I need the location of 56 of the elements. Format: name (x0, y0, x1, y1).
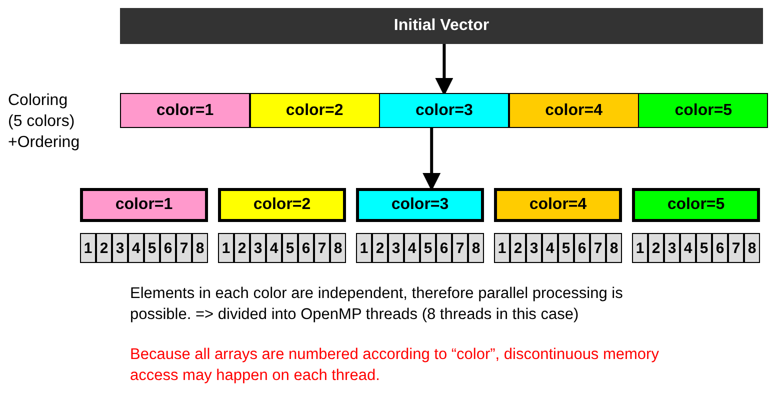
thread-number: 6 (712, 233, 728, 263)
thread-number: 1 (494, 233, 510, 263)
arrow (435, 44, 454, 96)
thread-number: 8 (192, 233, 208, 263)
arrow (422, 128, 441, 191)
thread-number: 7 (728, 233, 744, 263)
thread-number: 3 (664, 233, 680, 263)
thread-number: 6 (298, 233, 314, 263)
thread-number: 8 (330, 233, 346, 263)
thread-number: 1 (632, 233, 648, 263)
color-block: color=2 (218, 188, 346, 222)
note-paragraph: Elements in each color are independent, therefore parallel processing is possible. => divided into OpenMP threads (8 threads in this case) (130, 284, 624, 325)
color-block: color=1 (80, 188, 208, 222)
side-note: Coloring (5 colors) +Ordering (8, 91, 81, 153)
thread-number: 5 (282, 233, 298, 263)
thread-number: 3 (112, 233, 128, 263)
thread-number: 4 (128, 233, 144, 263)
thread-number: 5 (144, 233, 160, 263)
thread-number: 7 (452, 233, 468, 263)
thread-number: 7 (590, 233, 606, 263)
thread-number: 2 (96, 233, 112, 263)
thread-number: 3 (526, 233, 542, 263)
thread-number: 1 (218, 233, 234, 263)
thread-number: 5 (558, 233, 574, 263)
thread-number: 4 (266, 233, 282, 263)
thread-number: 8 (744, 233, 760, 263)
title-bar: Initial Vector (120, 8, 763, 44)
thread-number: 6 (574, 233, 590, 263)
thread-number: 6 (436, 233, 452, 263)
color-cell: color=1 (120, 93, 250, 128)
thread-number: 4 (542, 233, 558, 263)
thread-number: 1 (356, 233, 372, 263)
color-block: color=4 (494, 188, 622, 222)
color-cell: color=2 (250, 93, 380, 128)
thread-number: 2 (372, 233, 388, 263)
thread-number: 3 (388, 233, 404, 263)
thread-number: 6 (160, 233, 176, 263)
note-paragraph: Because all arrays are numbered according to “color”, discontinuous memory access may happen on each thread. (130, 345, 660, 386)
color-cell: color=5 (638, 93, 768, 128)
color-block: color=5 (632, 188, 760, 222)
color-block: color=3 (356, 188, 484, 222)
thread-number: 4 (680, 233, 696, 263)
thread-number: 2 (648, 233, 664, 263)
color-cell: color=3 (379, 93, 510, 128)
thread-number: 8 (468, 233, 484, 263)
thread-number: 7 (314, 233, 330, 263)
color-cell: color=4 (508, 93, 639, 128)
thread-number: 2 (510, 233, 526, 263)
thread-number: 1 (80, 233, 96, 263)
thread-number: 5 (696, 233, 712, 263)
thread-number: 8 (606, 233, 622, 263)
thread-number: 5 (420, 233, 436, 263)
thread-number: 3 (250, 233, 266, 263)
thread-number: 2 (234, 233, 250, 263)
thread-number: 4 (404, 233, 420, 263)
thread-number: 7 (176, 233, 192, 263)
